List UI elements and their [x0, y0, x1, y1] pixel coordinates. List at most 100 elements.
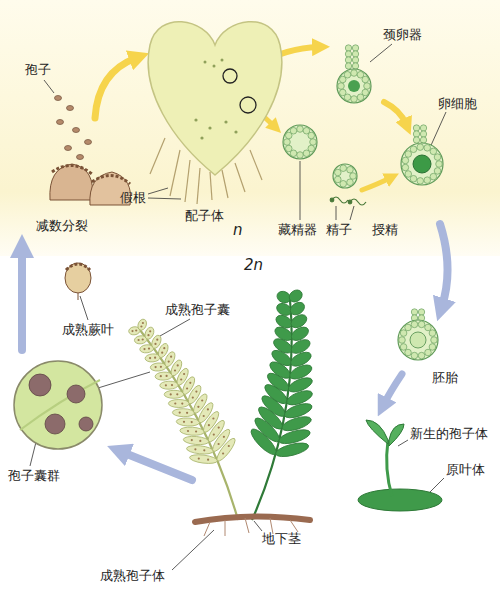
fertile-frond [198, 458, 200, 460]
fertile-frond [160, 381, 179, 390]
fertile-frond [149, 357, 151, 359]
fertile-frond [168, 361, 170, 363]
egg-archegonium [405, 171, 412, 178]
antheridium-drawing [284, 139, 291, 146]
egg-archegonium [420, 125, 426, 131]
archegonium-drawing [345, 57, 351, 63]
archegonium-drawing [352, 51, 358, 57]
part-label: 2n [244, 257, 263, 273]
sperm-cluster [347, 179, 354, 186]
embryo-drawing [411, 321, 418, 328]
part-label: 颈卵器 [383, 27, 422, 43]
egg-archegonium [430, 148, 437, 155]
antheridium-drawing [290, 127, 297, 134]
part-label: 新生的孢子体 [410, 426, 488, 442]
part-label: 孢子 [25, 62, 51, 78]
archegonium-drawing [357, 94, 364, 101]
archegonium-drawing [351, 96, 358, 103]
archegonium-drawing [352, 63, 358, 69]
fertile-frond [223, 436, 225, 438]
fertile-frond [165, 384, 167, 386]
embryo-drawing [431, 337, 438, 344]
fertile-frond [203, 449, 205, 451]
embryo-drawing [429, 330, 436, 337]
fertile-frond [160, 366, 162, 368]
embryo-drawing [411, 352, 418, 359]
fertile-frond [154, 357, 156, 359]
embryo-drawing [400, 330, 407, 337]
fertile-frond [176, 393, 178, 395]
part-label: 卵细胞 [438, 96, 477, 112]
egg-archegonium [410, 175, 417, 182]
fertile-frond [150, 362, 167, 371]
fertile-frond [189, 382, 191, 384]
fertile-frond [170, 393, 172, 395]
fertile-frond [187, 430, 189, 432]
fertile-frond [138, 339, 140, 341]
antheridium-drawing [285, 145, 292, 152]
fertile-frond [168, 399, 189, 407]
antheridium-drawing [303, 150, 310, 157]
egg-archegonium [434, 168, 441, 175]
egg-archegonium [402, 164, 409, 171]
sperm-cluster [340, 180, 347, 187]
cycle-arrow [95, 58, 136, 118]
fertile-frond [164, 390, 184, 398]
fertile-frond [208, 424, 210, 426]
part-label: 假根 [120, 190, 146, 206]
part-label: n [233, 222, 243, 238]
fertile-frond [177, 364, 179, 366]
egg-archegonium [436, 161, 443, 168]
green-frond [289, 312, 309, 330]
fertile-frond [166, 375, 168, 377]
egg-archegonium [420, 137, 426, 143]
antheridium-drawing [297, 152, 304, 159]
archegonium-drawing [337, 69, 371, 103]
part-label: 精子 [326, 222, 352, 238]
egg-archegonium [417, 178, 424, 185]
fertile-frond [172, 408, 194, 417]
fertile-frond [142, 338, 144, 340]
sorus-magnified [14, 361, 102, 449]
fertile-frond [140, 325, 142, 327]
fertile-frond [163, 347, 165, 349]
fertile-frond [140, 330, 238, 520]
fertile-frond [228, 445, 230, 447]
fertile-frond [143, 348, 145, 350]
fern-fronds [128, 288, 314, 520]
archegonium-drawing [362, 76, 369, 83]
fertile-frond [191, 439, 193, 441]
part-label: 减数分裂 [36, 218, 88, 234]
fertile-frond [194, 448, 196, 450]
egg-archegonium [420, 131, 426, 137]
leader-lines [30, 44, 446, 570]
fertile-frond [179, 412, 181, 414]
green-frond [287, 288, 305, 305]
cycle-arrow [18, 250, 26, 350]
fertile-frond [149, 330, 151, 332]
fertile-frond [218, 443, 220, 445]
embryo-drawing [411, 309, 417, 315]
fertile-frond [222, 452, 224, 454]
part-label: 孢子囊群 [8, 468, 60, 484]
fertile-frond [186, 412, 188, 414]
fertile-frond [192, 397, 194, 399]
embryo-drawing [425, 324, 432, 331]
fertile-frond [183, 421, 185, 423]
fertile-frond [180, 378, 182, 380]
fertile-frond [186, 387, 188, 389]
embryo-drawing [399, 337, 406, 344]
sperm-cluster [334, 169, 341, 176]
sperm-cluster [340, 165, 347, 172]
fertile-frond [213, 434, 215, 436]
sperm-cluster [334, 176, 341, 183]
part-label: 配子体 [185, 208, 224, 224]
archegonium-drawing [345, 63, 351, 69]
fertile-frond [186, 444, 213, 455]
part-label: 藏精器 [278, 222, 317, 238]
part-label: 成熟孢子体 [100, 568, 165, 584]
part-label: 地下茎 [262, 531, 301, 547]
fertile-frond [160, 375, 162, 377]
cycle-arrow [384, 102, 406, 124]
embryo-drawing [418, 321, 425, 328]
